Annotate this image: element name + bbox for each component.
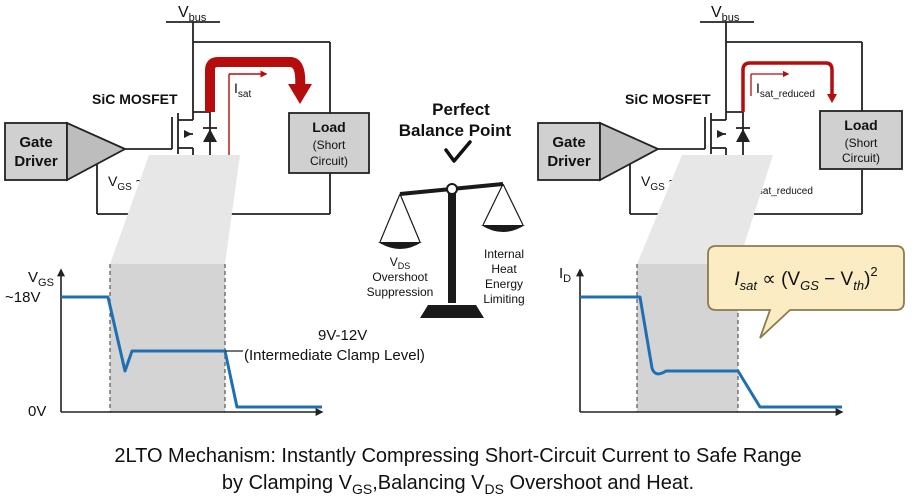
right-vbus-label: Vbus [711,4,740,24]
right-load-label-3: Circuit) [842,151,880,165]
left-graph-ylabel: VGS [28,269,54,289]
left-pan-label-3: Suppression [367,285,434,299]
left-gate-label-1: Gate [19,134,52,151]
left-gate-label-2: Driver [14,153,58,170]
clamp-level-desc: (Intermediate Clamp Level) [244,347,425,364]
left-graph-tick-zero: 0V [28,403,46,420]
right-gate-label-1: Gate [552,134,585,151]
left-graph: VGS ~18V 0V 9V-12V (Intermediate Clamp L… [5,155,425,420]
right-pan-label-4: Limiting [483,292,524,306]
right-current-arrow [741,61,834,112]
id-waveform [580,295,842,409]
vgs-waveform [61,295,322,409]
balance-title-1: Perfect [432,100,490,119]
formula-callout [707,245,905,339]
left-zoom-projection [110,155,240,264]
balance-title-2: Balance Point [399,121,512,140]
left-gate-driver-box [4,122,68,181]
right-pan [481,225,525,232]
right-driver-triangle [599,121,661,182]
left-current-arrow [205,57,306,112]
left-circuit: Vbus [4,4,370,243]
right-gate-label-2: Driver [547,153,591,170]
right-circuit: Vbus [537,4,903,243]
left-mosfet-label: SiC MOSFET [92,91,178,107]
right-load-label-1: Load [844,117,877,133]
clamp-level-label: 9V-12V [318,327,367,344]
balance-base [420,305,484,318]
right-pan-label-1: Internal [484,247,524,261]
balance-scale: Perfect Balance Point VDS Overshoot Supp… [367,100,525,318]
left-load-label-1: Load [312,119,345,135]
left-driver-triangle [66,121,128,182]
right-current-arrow-head [827,94,837,103]
right-gate-driver-box [537,122,601,181]
right-pan-label-2: Heat [491,262,517,276]
balance-pivot [446,183,458,195]
left-pan-label-2: Overshoot [372,270,428,284]
right-load-label-2: (Short [845,136,878,150]
left-vbus-label: Vbus [178,4,207,24]
right-load-box [819,110,903,170]
left-isat-label: Isat [234,80,251,100]
checkmark-icon [444,140,472,163]
left-load-label-2: (Short [313,138,346,152]
left-shaded-region [110,264,225,412]
left-current-arrow-head [288,84,312,104]
left-diode-icon [203,129,217,142]
right-zoom-projection [637,155,773,264]
left-mosfet-arrow-icon [184,130,192,138]
right-graph-ylabel: ID [559,265,571,285]
left-graph-tick-top: ~18V [5,289,40,306]
caption-line-2: by Clamping VGS,Balancing VDS Overshoot … [222,472,694,497]
left-load-box [288,112,370,174]
left-wires [96,21,331,232]
caption-line-1: 2LTO Mechanism: Instantly Compressing Sh… [114,445,801,467]
balance-post [448,193,456,303]
right-mosfet-label: SiC MOSFET [625,91,711,107]
right-graph: ID Isat ∝ (VGS − Vth)2 [559,155,905,416]
right-mosfet-arrow-icon [717,130,725,138]
right-pan-label-3: Energy [485,277,523,291]
left-pan [378,242,422,249]
isat-formula: Isat ∝ (VGS − Vth)2 [734,264,877,293]
caption: 2LTO Mechanism: Instantly Compressing Sh… [114,445,801,497]
left-load-label-3: Circuit) [310,154,348,168]
right-diode-icon [736,129,750,142]
left-pan-label-1: VDS [390,255,411,271]
right-isat-top-label: Isat_reduced [756,80,815,100]
